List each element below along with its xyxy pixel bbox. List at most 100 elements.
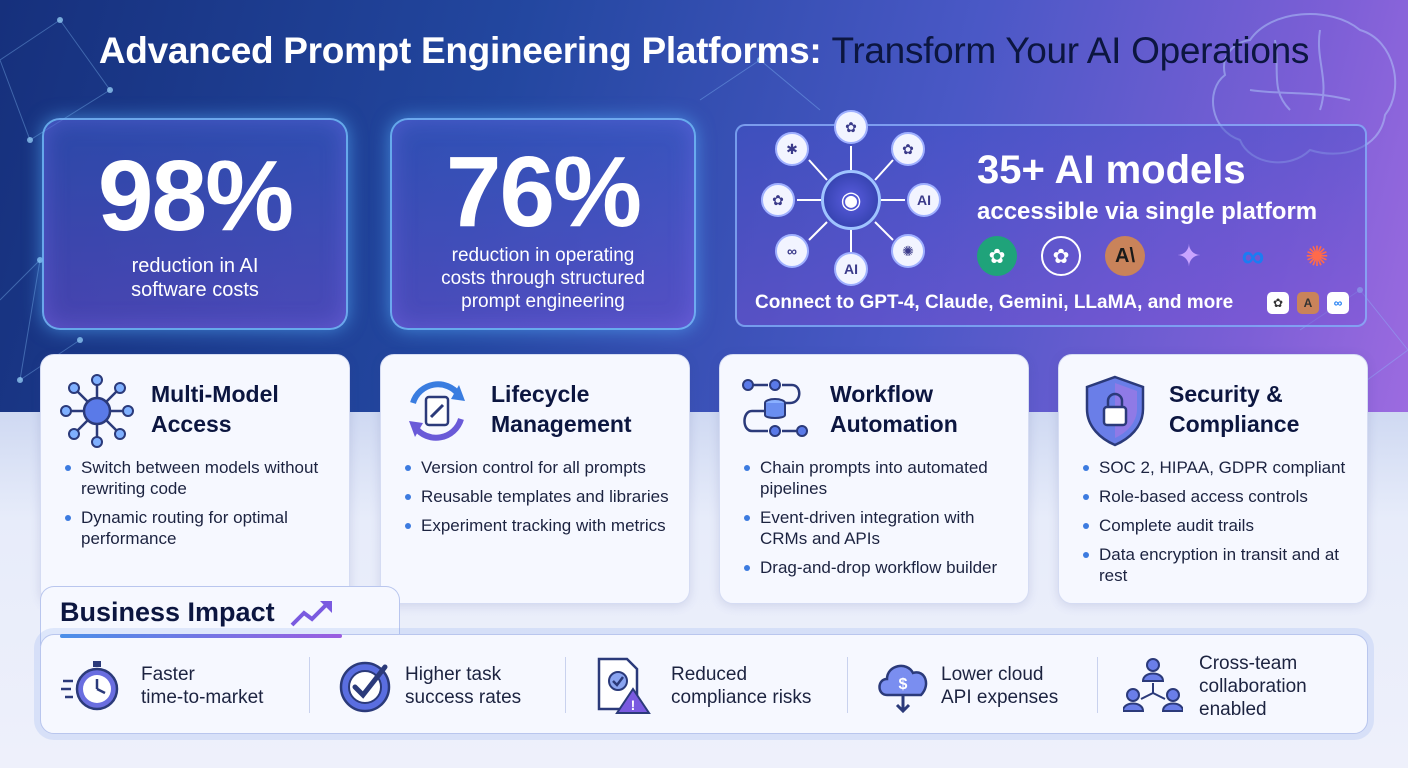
card-bullets: SOC 2, HIPAA, GDPR compliant Role-based …: [1081, 457, 1357, 594]
stat-value: 98%: [97, 140, 294, 252]
models-panel: ◉ ✿ ✿ AI ✺ AI ∞ ✿ ✱ 35+ AI models access…: [735, 110, 1367, 327]
gemini-logo-icon: ✦: [1176, 239, 1202, 273]
impact-text: Cross-team collaboration enabled: [1199, 652, 1307, 721]
stopwatch-icon: [61, 661, 119, 711]
card-bullet: SOC 2, HIPAA, GDPR compliant: [1081, 457, 1357, 478]
openai-node-icon: ✿: [761, 183, 795, 217]
stat-value: 76%: [445, 136, 642, 248]
stat-label: reduction in AI software costs: [44, 254, 346, 302]
openai-node-icon: ✿: [834, 110, 868, 144]
card-bullet: Reusable templates and libraries: [403, 486, 679, 507]
impact-text: Reduced compliance risks: [671, 663, 811, 709]
card-bullet: Chain prompts into automated pipelines: [742, 457, 1018, 499]
card-bullets: Chain prompts into automated pipelines E…: [742, 457, 1018, 586]
card-bullet: Experiment tracking with metrics: [403, 515, 679, 536]
impact-item-cloud: $ Lower cloud API expenses: [853, 635, 1099, 735]
impact-item-collaboration: Cross-team collaboration enabled: [1103, 635, 1367, 735]
feature-card-multi-model: Multi-Model Access Switch between models…: [40, 354, 350, 604]
card-title: Lifecycle Management: [491, 379, 632, 439]
network-hub-icon: [60, 374, 134, 448]
card-bullet: Complete audit trails: [1081, 515, 1357, 536]
impact-text-line: Lower cloud: [941, 664, 1044, 685]
stat-label-line: software costs: [131, 279, 259, 301]
impact-text-line: Faster: [141, 664, 195, 685]
divider: [1097, 657, 1098, 713]
impact-title-underline: [60, 634, 342, 638]
impact-text-line: enabled: [1199, 699, 1267, 720]
card-title-line: Multi-Model: [151, 381, 279, 407]
card-title-line: Automation: [830, 411, 958, 437]
title-part-1: Advanced Prompt Engineering Platforms:: [98, 30, 822, 71]
impact-title: Business Impact: [60, 597, 334, 629]
impact-text: Lower cloud API expenses: [941, 663, 1058, 709]
impact-text-line: time-to-market: [141, 687, 264, 708]
svg-text:!: !: [631, 697, 636, 713]
openai-mini-icon: ✿: [1267, 292, 1289, 314]
chatgpt-logo-icon: ✿: [977, 236, 1017, 276]
card-bullet: Switch between models without rewriting …: [63, 457, 339, 499]
card-title-line: Workflow: [830, 381, 934, 407]
openai-node-icon: ✿: [891, 132, 925, 166]
stat-label: reduction in operating costs through str…: [392, 244, 694, 313]
meta-mini-icon: ∞: [1327, 292, 1349, 314]
card-bullets: Version control for all prompts Reusable…: [403, 457, 679, 544]
feature-card-workflow: Workflow Automation Chain prompts into a…: [719, 354, 1029, 604]
impact-text-line: API expenses: [941, 687, 1059, 708]
impact-text-line: collaboration: [1199, 676, 1307, 697]
stat-label-line: prompt engineering: [461, 291, 625, 312]
broadcast-icon: ◉: [821, 170, 881, 230]
openai-logo-icon: ✿: [1041, 236, 1081, 276]
card-title: Workflow Automation: [830, 379, 958, 439]
svg-text:$: $: [899, 676, 908, 693]
mistral-logo-icon: ✺: [1305, 240, 1329, 272]
impact-panel: Faster time-to-market Higher task succes…: [40, 634, 1368, 734]
hub-arrows: [797, 146, 905, 252]
card-bullet: Data encryption in transit and at rest: [1081, 544, 1357, 586]
perplexity-node-icon: ✱: [775, 132, 809, 166]
title-part-2: Transform Your AI Operations: [831, 30, 1310, 71]
impact-text-line: success rates: [405, 687, 522, 708]
impact-text: Faster time-to-market: [141, 663, 263, 709]
trend-up-icon: [290, 600, 333, 627]
card-title: Security & Compliance: [1169, 379, 1299, 439]
page-title: Advanced Prompt Engineering Platforms: T…: [0, 30, 1408, 72]
check-badge-icon: [339, 661, 391, 713]
impact-text-line: Reduced: [671, 664, 748, 685]
feature-card-lifecycle: Lifecycle Management Version control for…: [380, 354, 690, 604]
impact-title-text: Business Impact: [60, 597, 275, 627]
stat-label-line: reduction in AI: [131, 255, 259, 277]
card-title-line: Lifecycle: [491, 381, 590, 407]
impact-text: Higher task success rates: [405, 663, 521, 709]
anthropic-mini-icon: A: [1297, 292, 1319, 314]
impact-item-faster: Faster time-to-market: [41, 635, 301, 735]
card-bullet: Dynamic routing for optimal performance: [63, 507, 339, 549]
impact-item-success: Higher task success rates: [315, 635, 565, 735]
card-bullet: Drag-and-drop workflow builder: [742, 557, 1018, 578]
gemini-node-icon: ✺: [891, 234, 925, 268]
document-warning-icon: !: [597, 657, 651, 714]
divider: [847, 657, 848, 713]
models-headline: 35+ AI models: [977, 148, 1246, 192]
ai-node-icon: AI: [834, 252, 868, 286]
card-bullet: Event-driven integration with CRMs and A…: [742, 507, 1018, 549]
impact-item-compliance: ! Reduced compliance risks: [571, 635, 841, 735]
meta-logo-icon: ∞: [1241, 237, 1265, 274]
model-hub-diagram: ◉ ✿ ✿ AI ✺ AI ∞ ✿ ✱: [745, 110, 955, 296]
workflow-icon: [742, 379, 808, 437]
feature-card-security: Security & Compliance SOC 2, HIPAA, GDPR…: [1058, 354, 1368, 604]
anthropic-logo-icon: A\: [1105, 236, 1145, 276]
impact-text-line: Cross-team: [1199, 653, 1298, 674]
divider: [309, 657, 310, 713]
meta-node-icon: ∞: [775, 234, 809, 268]
card-title: Multi-Model Access: [151, 379, 279, 439]
model-logos: ✿ ✿ A\ ✦ ∞ ✺: [977, 236, 1337, 276]
card-bullets: Switch between models without rewriting …: [63, 457, 339, 557]
brain-graphic: [1212, 13, 1397, 164]
cycle-document-icon: [409, 381, 465, 441]
card-bullet: Version control for all prompts: [403, 457, 679, 478]
impact-text-line: compliance risks: [671, 687, 812, 708]
stat-label-line: costs through structured: [441, 268, 645, 289]
models-connect-text: Connect to GPT-4, Claude, Gemini, LLaMA,…: [755, 292, 1234, 313]
stat-card-cost-reduction: 98% reduction in AI software costs: [42, 118, 348, 330]
card-bullet: Role-based access controls: [1081, 486, 1357, 507]
